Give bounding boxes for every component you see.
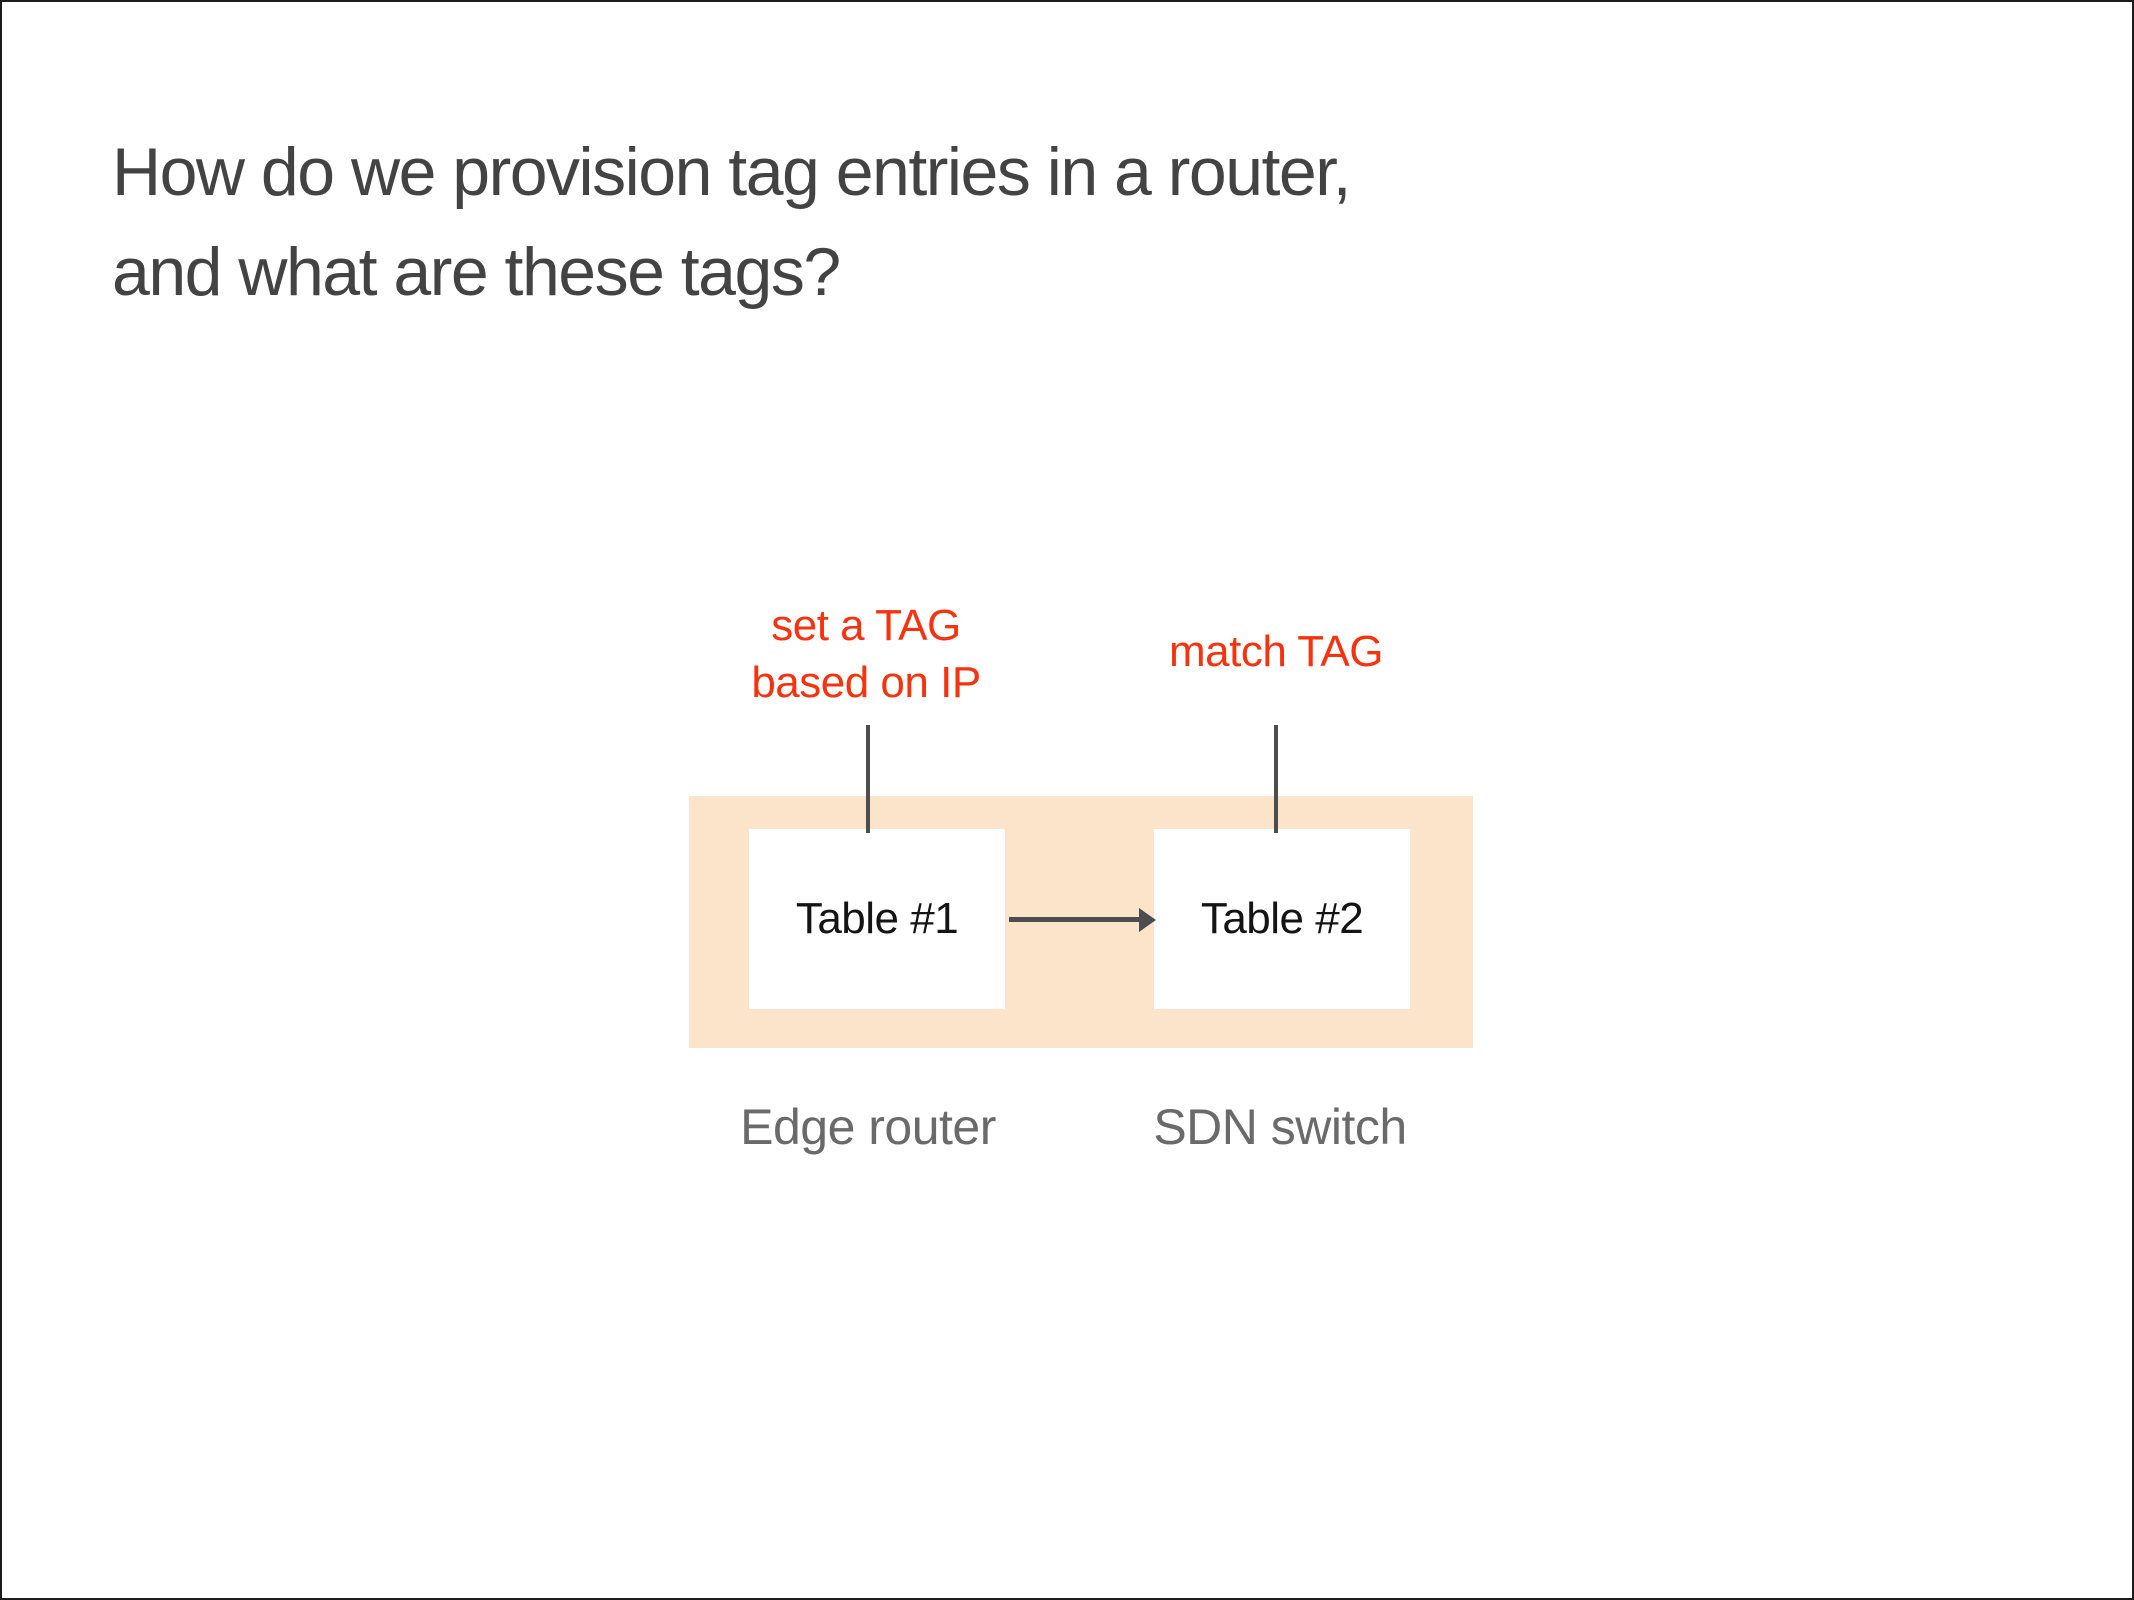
- set-tag-annotation-line-2: based on IP: [751, 658, 981, 707]
- set-tag-connector-line: [866, 725, 870, 833]
- table-2-label: Table #2: [1200, 894, 1364, 943]
- set-tag-annotation-line-1: set a TAG: [771, 601, 961, 650]
- arrow-head-icon: [1139, 908, 1156, 932]
- table-1-label: Table #1: [795, 894, 959, 943]
- match-tag-annotation: match TAG: [1169, 623, 1383, 680]
- table-1-box: Table #1: [749, 829, 1005, 1009]
- table1-to-table2-arrow-shaft: [1009, 917, 1140, 922]
- edge-router-caption: Edge router: [740, 1099, 996, 1155]
- slide-title: How do we provision tag entries in a rou…: [112, 122, 1352, 322]
- set-tag-annotation: set a TAG based on IP: [751, 597, 981, 711]
- match-tag-annotation-line-1: match TAG: [1169, 627, 1383, 676]
- title-line-1: How do we provision tag entries in a rou…: [112, 134, 1352, 210]
- table-2-box: Table #2: [1154, 829, 1410, 1009]
- match-tag-connector-line: [1274, 725, 1278, 833]
- title-line-2: and what are these tags?: [112, 234, 841, 310]
- sdn-switch-caption: SDN switch: [1153, 1099, 1407, 1155]
